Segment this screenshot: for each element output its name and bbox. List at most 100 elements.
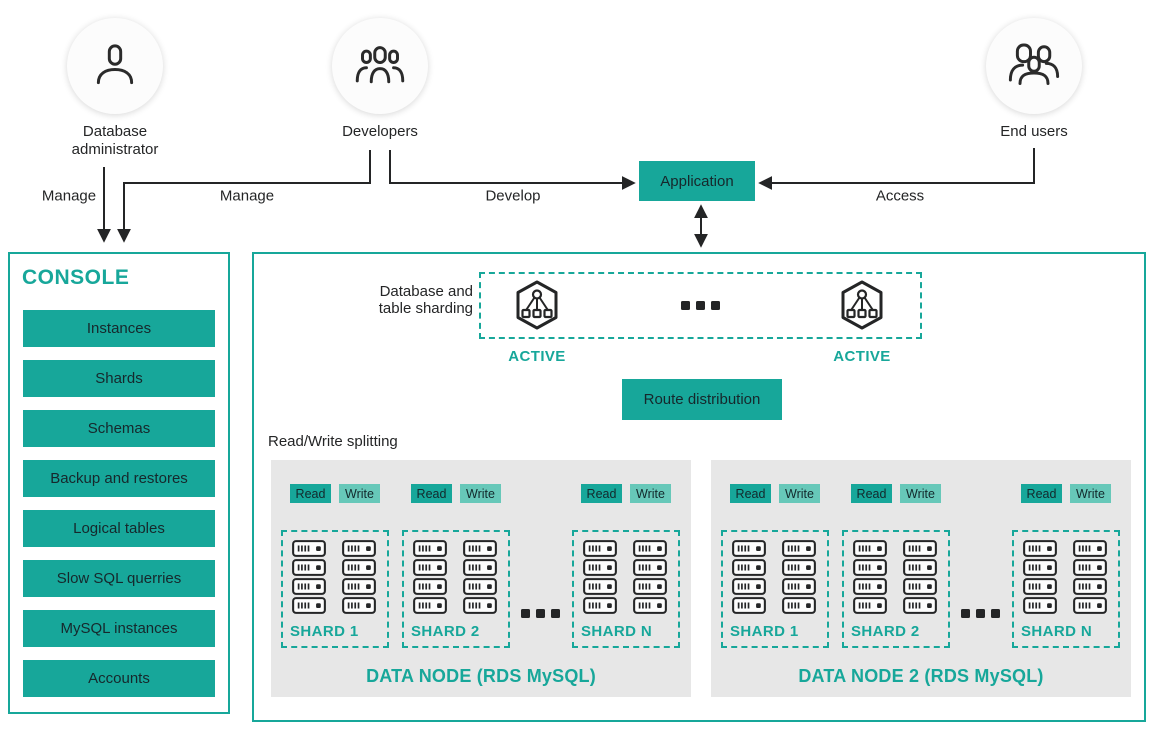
- server-icon: [1073, 540, 1107, 557]
- data-node-title: DATA NODE (RDS MySQL): [366, 666, 596, 686]
- read-badge: Read: [290, 484, 331, 503]
- server-icon: [903, 540, 937, 557]
- server-icon: [732, 540, 766, 557]
- console-button: Shards: [23, 360, 215, 397]
- application-box: Application: [639, 161, 755, 201]
- write-badge: Write: [630, 484, 671, 503]
- server-icon: [342, 559, 376, 576]
- server-icon: [463, 597, 497, 614]
- server-icon: [583, 559, 617, 576]
- server-grid: [732, 540, 816, 614]
- shard-label: SHARD N: [1021, 623, 1093, 640]
- console-button: Logical tables: [23, 510, 215, 547]
- shard-label: SHARD 2: [851, 623, 920, 640]
- shard-label: SHARD 1: [290, 623, 359, 640]
- server-icon: [292, 597, 326, 614]
- server-grid: [583, 540, 667, 614]
- server-icon: [1023, 578, 1057, 595]
- server-icon: [1073, 597, 1107, 614]
- server-icon: [413, 540, 447, 557]
- shard-box: SHARD N: [1012, 530, 1120, 648]
- server-icon: [903, 559, 937, 576]
- active-badge: ACTIVE: [833, 348, 891, 365]
- server-icon: [782, 540, 816, 557]
- server-icon: [413, 559, 447, 576]
- server-icon: [342, 578, 376, 595]
- read-badge: Read: [730, 484, 771, 503]
- read-badge: Read: [581, 484, 622, 503]
- read-write-splitting-label: Read/Write splitting: [268, 433, 398, 450]
- server-icon: [342, 597, 376, 614]
- server-icon: [463, 540, 497, 557]
- route-distribution-box: Route distribution: [622, 379, 782, 420]
- server-icon: [1073, 559, 1107, 576]
- data-node-title: DATA NODE 2 (RDS MySQL): [798, 666, 1044, 686]
- server-icon: [782, 578, 816, 595]
- actor-database-administrator: Database administrator: [55, 18, 175, 158]
- write-badge: Write: [339, 484, 380, 503]
- server-grid: [1023, 540, 1107, 614]
- data-node: Read Write SHARD 1: [271, 460, 691, 697]
- actor-developers: Developers: [320, 18, 440, 141]
- server-icon: [292, 559, 326, 576]
- write-badge: Write: [460, 484, 501, 503]
- ellipsis-icon: [961, 609, 1000, 618]
- person-icon: [96, 44, 134, 85]
- read-badge: Read: [851, 484, 892, 503]
- server-icon: [903, 578, 937, 595]
- ellipsis-icon: [521, 609, 560, 618]
- shard-label: SHARD N: [581, 623, 653, 640]
- server-icon: [1073, 578, 1107, 595]
- server-icon: [413, 578, 447, 595]
- shard-label: SHARD 2: [411, 623, 480, 640]
- people-group-icon: [355, 46, 405, 84]
- shard-box: SHARD 1: [281, 530, 389, 648]
- server-icon: [782, 559, 816, 576]
- server-icon: [732, 597, 766, 614]
- server-icon: [583, 597, 617, 614]
- read-write-row: Read Write: [572, 484, 680, 503]
- server-icon: [732, 578, 766, 595]
- server-icon: [583, 540, 617, 557]
- server-icon: [583, 578, 617, 595]
- shard-box: SHARD 1: [721, 530, 829, 648]
- console-button: Instances: [23, 310, 215, 347]
- actor-label: Developers: [342, 123, 418, 140]
- server-icon: [1023, 540, 1057, 557]
- server-grid: [413, 540, 497, 614]
- console-button: MySQL instances: [23, 610, 215, 647]
- server-icon: [463, 578, 497, 595]
- crowd-icon: [1008, 43, 1060, 85]
- console-button: Schemas: [23, 410, 215, 447]
- server-icon: [853, 578, 887, 595]
- server-icon: [463, 559, 497, 576]
- edge-label-develop: Develop: [485, 187, 541, 205]
- read-badge: Read: [411, 484, 452, 503]
- read-write-row: Read Write: [281, 484, 389, 503]
- active-badge: ACTIVE: [508, 348, 566, 365]
- shard-box: SHARD 2: [402, 530, 510, 648]
- server-grid: [853, 540, 937, 614]
- shard-box: SHARD N: [572, 530, 680, 648]
- server-icon: [1023, 559, 1057, 576]
- server-icon: [633, 540, 667, 557]
- console-button: Slow SQL querries: [23, 560, 215, 597]
- server-icon: [853, 559, 887, 576]
- ddm-panel: Database and table sharding ACTIVE ACTIV…: [252, 252, 1146, 722]
- console-title: CONSOLE: [22, 266, 130, 289]
- shard-box: SHARD 2: [842, 530, 950, 648]
- edge-label-manage-dba: Manage: [41, 187, 97, 205]
- server-icon: [292, 578, 326, 595]
- sharding-label: Database and table sharding: [378, 283, 473, 318]
- server-icon: [292, 540, 326, 557]
- actor-end-users: End users: [974, 18, 1094, 141]
- shard-column: Read Write SHARD N: [1012, 484, 1120, 648]
- edge-label-access: Access: [875, 187, 925, 205]
- shard-column: Read Write SHARD 2: [842, 484, 950, 648]
- server-icon: [413, 597, 447, 614]
- server-icon: [633, 578, 667, 595]
- actor-circle: [986, 18, 1082, 114]
- write-badge: Write: [779, 484, 820, 503]
